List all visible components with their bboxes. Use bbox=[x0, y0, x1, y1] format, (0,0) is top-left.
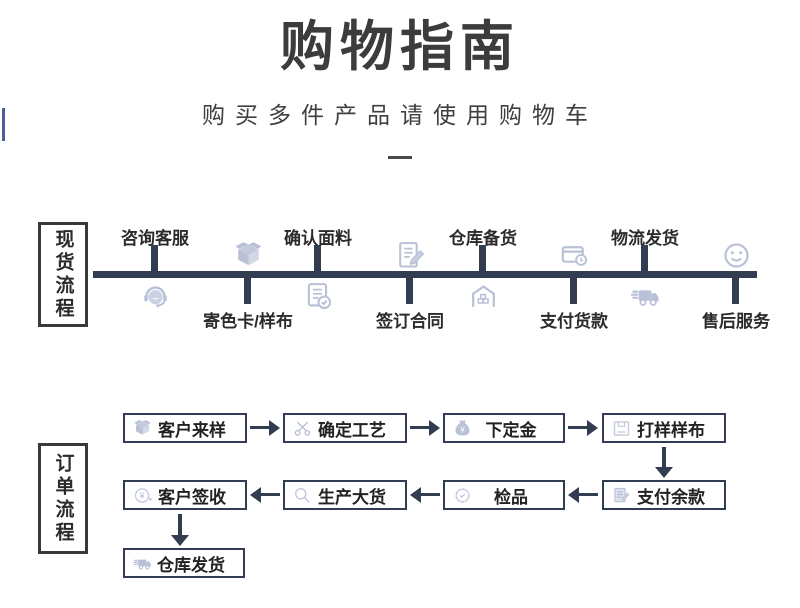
arrow-left bbox=[250, 487, 280, 503]
order-flow-side-label: 订单流程 bbox=[52, 452, 74, 545]
stock-step-warehouse-prepare: 仓库备货 bbox=[423, 222, 543, 337]
stock-step-label: 售后服务 bbox=[702, 312, 770, 331]
timeline-tick bbox=[732, 278, 739, 304]
scissors-icon bbox=[292, 418, 313, 439]
timeline-tick bbox=[314, 245, 321, 271]
flow-box-customer-signoff: ¥ 客户签收 bbox=[123, 480, 247, 510]
flow-box-proof-sample: 打样样布 bbox=[602, 413, 726, 443]
left-edge-accent-line bbox=[2, 108, 5, 141]
arrow-left bbox=[568, 487, 598, 503]
timeline-tick bbox=[151, 245, 158, 271]
timeline-tick bbox=[570, 278, 577, 304]
fabric-check-icon bbox=[302, 280, 335, 313]
flow-box-label: 下定金 bbox=[485, 420, 537, 440]
flow-box-label: 支付余款 bbox=[637, 487, 705, 507]
shipping-truck-icon bbox=[132, 553, 153, 574]
timeline-tick bbox=[479, 245, 486, 271]
arrow-right bbox=[250, 420, 280, 436]
stock-step-label: 支付货款 bbox=[540, 312, 608, 331]
stock-step-confirm-fabric: 确认面料 bbox=[258, 222, 378, 337]
proof-package-icon bbox=[611, 418, 632, 439]
payment-card-icon bbox=[558, 239, 591, 272]
sample-box-icon bbox=[132, 418, 153, 439]
stock-step-send-sample: 寄色卡/样布 bbox=[188, 222, 308, 337]
flow-box-label: 检品 bbox=[494, 487, 528, 507]
arrow-left bbox=[410, 487, 440, 503]
yen-receipt-icon: ¥ bbox=[132, 485, 153, 506]
flow-box-inspection: 检品 bbox=[443, 480, 565, 510]
money-bag-icon: ¥ bbox=[452, 418, 473, 439]
page-title: 购物指南 bbox=[280, 17, 520, 77]
flow-box-pay-balance: 支付余款 bbox=[602, 480, 726, 510]
divider-dash bbox=[388, 155, 412, 159]
stock-flow-section: 现货流程 咨询客服 寄色卡/样布 确认面料 签订合同 仓库备货 bbox=[0, 222, 800, 337]
stock-step-label: 确认面料 bbox=[284, 229, 352, 248]
stock-flow-side-label-box: 现货流程 bbox=[38, 222, 88, 327]
balance-doc-icon bbox=[611, 485, 632, 506]
arrow-right bbox=[410, 420, 440, 436]
timeline-line bbox=[93, 271, 757, 278]
flow-box-label: 客户来样 bbox=[158, 420, 226, 440]
stock-step-consult-service: 咨询客服 bbox=[95, 222, 215, 337]
warehouse-icon bbox=[467, 280, 500, 313]
order-flow-side-label-box: 订单流程 bbox=[38, 443, 88, 554]
stock-step-label: 签订合同 bbox=[376, 312, 444, 331]
flow-box-label: 客户签收 bbox=[158, 487, 226, 507]
stock-step-logistics-ship: 物流发货 bbox=[585, 222, 705, 337]
stock-step-pay-goods: 支付货款 bbox=[514, 222, 634, 337]
arrow-right bbox=[568, 420, 598, 436]
parcel-box-icon bbox=[232, 239, 265, 272]
stock-step-label: 寄色卡/样布 bbox=[203, 312, 293, 331]
smiley-face-icon bbox=[720, 239, 753, 272]
timeline-tick bbox=[244, 278, 251, 304]
stock-step-sign-contract: 签订合同 bbox=[350, 222, 470, 337]
flow-box-customer-sample: 客户来样 bbox=[123, 413, 247, 443]
inspection-badge-icon bbox=[452, 485, 473, 506]
contract-sign-icon bbox=[394, 239, 427, 272]
page-subtitle: 购买多件产品请使用购物车 bbox=[202, 101, 598, 128]
flow-box-label: 生产大货 bbox=[318, 487, 386, 507]
timeline-tick bbox=[406, 278, 413, 304]
timeline-tick bbox=[641, 245, 648, 271]
flow-box-warehouse-ship: 仓库发货 bbox=[123, 548, 245, 578]
flow-box-deposit: ¥ 下定金 bbox=[443, 413, 565, 443]
logistics-truck-icon bbox=[629, 280, 662, 313]
flow-box-label: 打样样布 bbox=[637, 420, 705, 440]
svg-text:¥: ¥ bbox=[139, 490, 145, 500]
stock-step-label: 物流发货 bbox=[611, 229, 679, 248]
arrow-down bbox=[655, 447, 673, 478]
arrow-down bbox=[171, 514, 189, 546]
flow-box-confirm-craft: 确定工艺 bbox=[283, 413, 407, 443]
order-flow-section: 订单流程 客户来样 确定工艺 ¥ 下定金 打样样布 ¥ 客户签收 bbox=[0, 405, 800, 595]
stock-step-label: 仓库备货 bbox=[449, 229, 517, 248]
magnifier-icon bbox=[292, 485, 313, 506]
customer-service-icon bbox=[139, 280, 172, 313]
flow-box-label: 仓库发货 bbox=[157, 555, 225, 575]
flow-box-bulk-production: 生产大货 bbox=[283, 480, 407, 510]
stock-step-label: 咨询客服 bbox=[121, 229, 189, 248]
flow-box-label: 确定工艺 bbox=[318, 420, 386, 440]
svg-text:¥: ¥ bbox=[460, 425, 465, 434]
stock-flow-side-label: 现货流程 bbox=[52, 228, 74, 321]
stock-step-after-sale: 售后服务 bbox=[676, 222, 796, 337]
